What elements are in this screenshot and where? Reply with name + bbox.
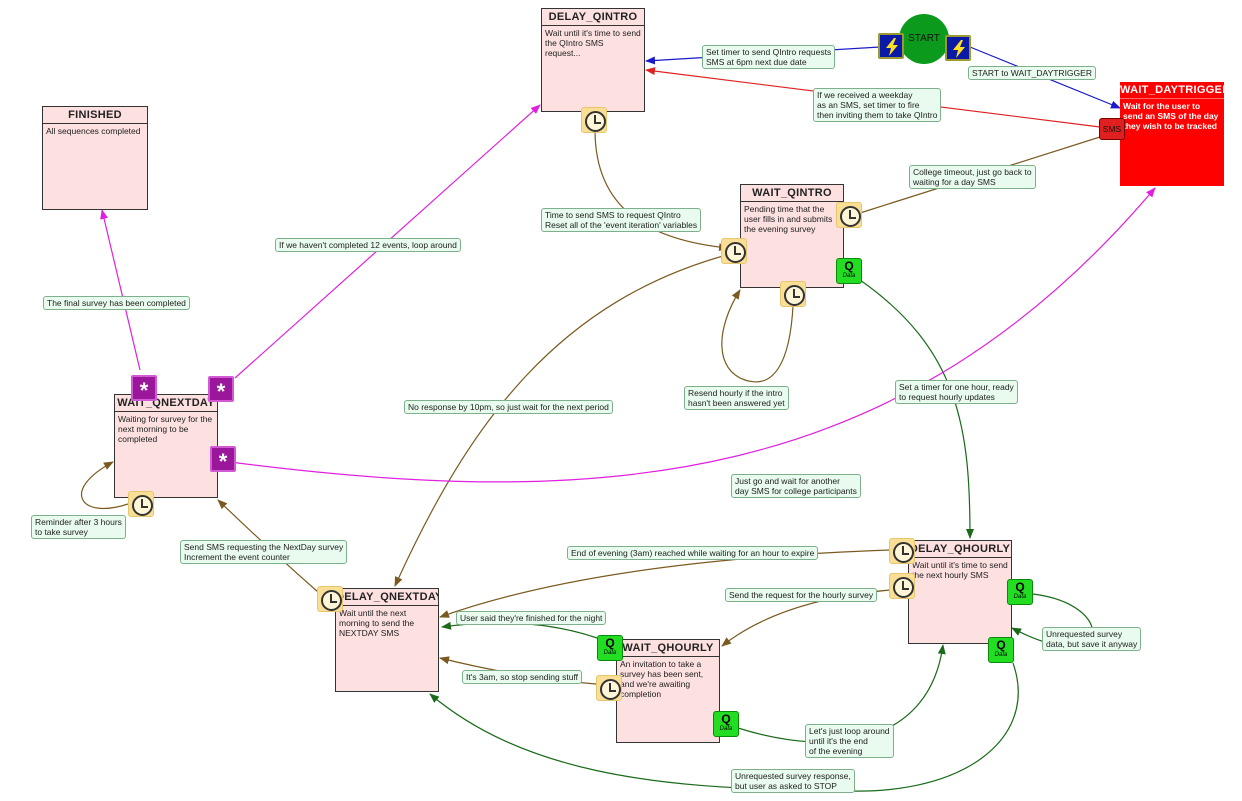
state-description: An invitation to take a survey has been … bbox=[620, 659, 704, 699]
edge-user-finished bbox=[441, 621, 598, 639]
q-sub: Data bbox=[994, 652, 1008, 658]
survey-data-icon[interactable]: Q Data bbox=[988, 637, 1014, 663]
clock-icon[interactable] bbox=[780, 281, 806, 307]
survey-data-icon[interactable]: Q Data bbox=[713, 711, 739, 737]
state-title: FINISHED bbox=[43, 107, 147, 124]
label-send-hourly: Send the request for the hourly survey bbox=[725, 588, 878, 602]
q-sub: Data bbox=[603, 650, 617, 656]
state-wait-qnextday[interactable]: WAIT_QNEXTDAY Waiting for survey for the… bbox=[114, 394, 218, 498]
edge-resend-hourly bbox=[721, 289, 794, 383]
edge-college-wait bbox=[229, 187, 1156, 483]
state-title: DELAY_QINTRO bbox=[542, 9, 644, 26]
q-letter: Q bbox=[844, 259, 854, 273]
clock-icon[interactable] bbox=[596, 675, 622, 701]
asterisk-icon[interactable]: * bbox=[210, 446, 236, 474]
edge-set-timer-hour bbox=[859, 279, 974, 539]
state-description: Wait until it's time to send the next ho… bbox=[912, 560, 1008, 580]
clock-icon[interactable] bbox=[128, 491, 154, 517]
state-description: All sequences completed bbox=[46, 126, 141, 136]
start-node[interactable]: START bbox=[899, 14, 949, 64]
q-sub: Data bbox=[842, 273, 856, 279]
star-glyph: * bbox=[218, 449, 228, 474]
label-send-nextday: Send SMS requesting the NextDay survey I… bbox=[180, 540, 348, 564]
label-final-survey: The final survey has been completed bbox=[43, 296, 190, 310]
label-resend-hourly: Resend hourly if the intro hasn't been a… bbox=[684, 386, 789, 410]
state-title: WAIT_QINTRO bbox=[741, 185, 843, 202]
edge-reminder bbox=[81, 461, 129, 509]
edge-no-response bbox=[394, 253, 731, 587]
q-sub: Data bbox=[719, 726, 733, 732]
state-title: DELAY_QNEXTDAY bbox=[336, 589, 438, 606]
state-delay-qintro[interactable]: DELAY_QINTRO Wait until it's time to sen… bbox=[541, 8, 645, 112]
clock-icon[interactable] bbox=[581, 107, 607, 133]
star-glyph: * bbox=[139, 378, 149, 403]
asterisk-icon[interactable]: * bbox=[208, 376, 234, 404]
state-title: DELAY_QHOURLY bbox=[909, 541, 1011, 558]
clock-icon[interactable] bbox=[889, 573, 915, 599]
state-description: Wait until the next morning to send the … bbox=[339, 608, 415, 638]
label-its-3am: It's 3am, so stop sending stuff bbox=[462, 670, 583, 684]
q-sub: Data bbox=[1013, 594, 1027, 600]
q-letter: Q bbox=[1015, 580, 1025, 594]
state-delay-qnextday[interactable]: DELAY_QNEXTDAY Wait until the next morni… bbox=[335, 588, 439, 692]
clock-icon[interactable] bbox=[721, 238, 747, 264]
state-finished[interactable]: FINISHED All sequences completed bbox=[42, 106, 148, 210]
label-end-of-evening: End of evening (3am) reached while waiti… bbox=[567, 546, 819, 560]
state-description: Waiting for survey for the next morning … bbox=[118, 414, 213, 444]
state-wait-daytrigger[interactable]: WAIT_DAYTRIGGER Wait for the user to sen… bbox=[1120, 82, 1224, 186]
state-title: WAIT_DAYTRIGGER bbox=[1120, 82, 1224, 99]
label-weekday-sms: If we received a weekday as an SMS, set … bbox=[813, 88, 942, 122]
state-description: Wait for the user to send an SMS of the … bbox=[1123, 101, 1219, 131]
survey-data-icon[interactable]: Q Data bbox=[597, 635, 623, 661]
star-glyph: * bbox=[216, 379, 226, 404]
sms-icon[interactable]: SMS bbox=[1099, 118, 1125, 140]
asterisk-icon[interactable]: * bbox=[131, 375, 157, 403]
survey-data-icon[interactable]: Q Data bbox=[1007, 579, 1033, 605]
lightning-icon[interactable] bbox=[878, 33, 904, 59]
label-time-to-send: Time to send SMS to request QIntro Reset… bbox=[541, 208, 702, 232]
label-college-timeout: College timeout, just go back to waiting… bbox=[909, 165, 1036, 189]
state-wait-qhourly[interactable]: WAIT_QHOURLY An invitation to take a sur… bbox=[616, 639, 720, 743]
label-set-timer-qintro: Set timer to send QIntro requests SMS at… bbox=[702, 45, 836, 69]
label-start-to-wait: START to WAIT_DAYTRIGGER bbox=[968, 66, 1096, 80]
label-college-wait: Just go and wait for another day SMS for… bbox=[731, 474, 861, 498]
label-set-timer-hour: Set a timer for one hour, ready to reque… bbox=[895, 380, 1018, 404]
sms-label: SMS bbox=[1102, 124, 1122, 134]
state-description: Pending time that the user fills in and … bbox=[744, 204, 833, 234]
q-letter: Q bbox=[605, 636, 615, 650]
label-loop-end-evening: Let's just loop around until it's the en… bbox=[805, 724, 894, 758]
label-no-response: No response by 10pm, so just wait for th… bbox=[404, 400, 613, 414]
clock-icon[interactable] bbox=[889, 538, 915, 564]
edge-end-of-evening bbox=[439, 549, 891, 618]
clock-icon[interactable] bbox=[317, 586, 343, 612]
q-letter: Q bbox=[721, 712, 731, 726]
clock-icon[interactable] bbox=[836, 202, 862, 228]
state-title: WAIT_QHOURLY bbox=[617, 640, 719, 657]
lightning-icon[interactable] bbox=[945, 35, 971, 61]
q-letter: Q bbox=[996, 638, 1006, 652]
survey-data-icon[interactable]: Q Data bbox=[836, 258, 862, 284]
state-description: Wait until it's time to send the QIntro … bbox=[545, 28, 641, 58]
label-unrequested-stop: Unrequested survey response, but user as… bbox=[731, 769, 855, 793]
label-loop-around: If we haven't completed 12 events, loop … bbox=[275, 238, 461, 252]
start-label: START bbox=[908, 33, 940, 44]
label-unrequested-data: Unrequested survey data, but save it any… bbox=[1042, 627, 1142, 651]
state-delay-qhourly[interactable]: DELAY_QHOURLY Wait until it's time to se… bbox=[908, 540, 1012, 644]
label-reminder: Reminder after 3 hours to take survey bbox=[31, 515, 126, 539]
state-wait-qintro[interactable]: WAIT_QINTRO Pending time that the user f… bbox=[740, 184, 844, 288]
label-user-finished: User said they're finished for the night bbox=[456, 611, 607, 625]
edge-final-survey bbox=[100, 209, 141, 371]
